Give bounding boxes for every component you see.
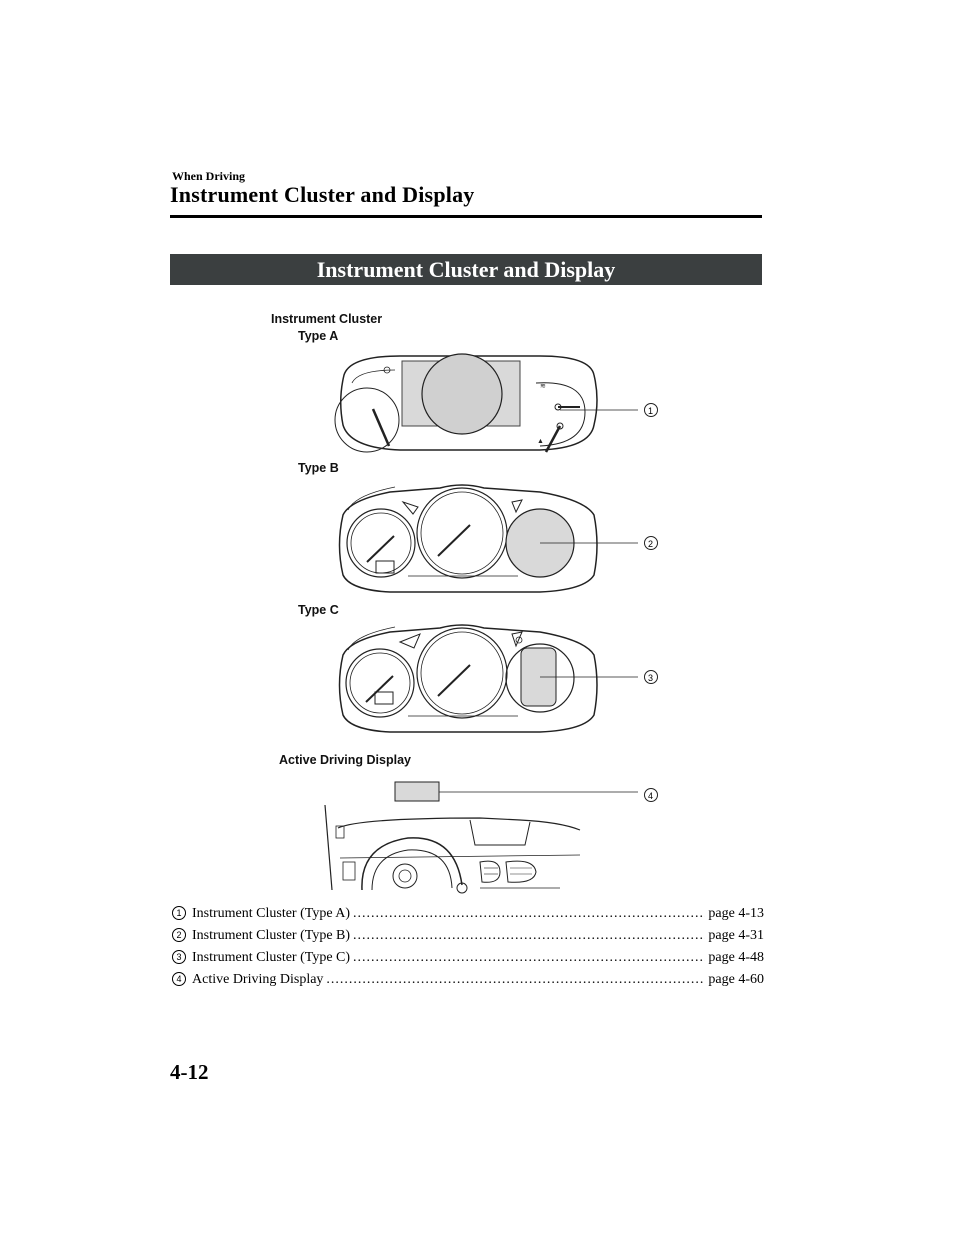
callout-2: 2 [648,539,653,549]
reference-item-3[interactable]: 3 Instrument Cluster (Type C) ..........… [172,947,764,969]
reference-item-4[interactable]: 4 Active Driving Display ...............… [172,969,764,991]
dot-leader: ........................................… [326,972,705,987]
dot-leader: ........................................… [353,928,705,943]
callout-4: 4 [648,791,653,801]
dot-leader: ........................................… [353,906,705,921]
svg-text:▲: ▲ [537,437,544,445]
ref-number: 4 [172,972,186,986]
ref-name: Instrument Cluster (Type C) [192,950,351,965]
ref-number: 3 [172,950,186,964]
ref-name: Instrument Cluster (Type A) [192,906,351,921]
ref-number: 2 [172,928,186,942]
cluster-type-b: 2 [338,484,658,593]
type-a-label: Type A [298,329,339,343]
type-c-label: Type C [298,603,339,617]
heading-rule [170,215,762,218]
ref-page: page 4-48 [708,950,764,965]
ref-page: page 4-13 [708,906,764,921]
section-label: When Driving [172,169,246,183]
cluster-type-a: ≋ ▲ 1 [334,353,658,453]
ref-page: page 4-60 [708,972,764,987]
active-driving-display-label: Active Driving Display [279,753,411,767]
page-heading: Instrument Cluster and Display [170,182,475,207]
active-driving-display-drawing: 4 [324,781,658,894]
type-b-label: Type B [298,461,339,475]
reference-item-1[interactable]: 1 Instrument Cluster (Type A) ..........… [172,903,764,925]
callout-1: 1 [648,406,653,416]
svg-text:≋: ≋ [540,382,546,390]
section-banner: Instrument Cluster and Display [170,254,762,285]
callout-3: 3 [648,673,653,683]
reference-list: 1 Instrument Cluster (Type A) ..........… [172,903,764,991]
ref-name: Instrument Cluster (Type B) [192,928,351,943]
reference-item-2[interactable]: 2 Instrument Cluster (Type B) ..........… [172,925,764,947]
ref-number: 1 [172,906,186,920]
page-number: 4-12 [170,1060,209,1084]
cluster-type-c: 3 [338,624,658,733]
ref-page: page 4-31 [708,928,764,943]
dot-leader: ........................................… [353,950,705,965]
instrument-cluster-label: Instrument Cluster [271,312,383,326]
ref-name: Active Driving Display [192,972,324,987]
